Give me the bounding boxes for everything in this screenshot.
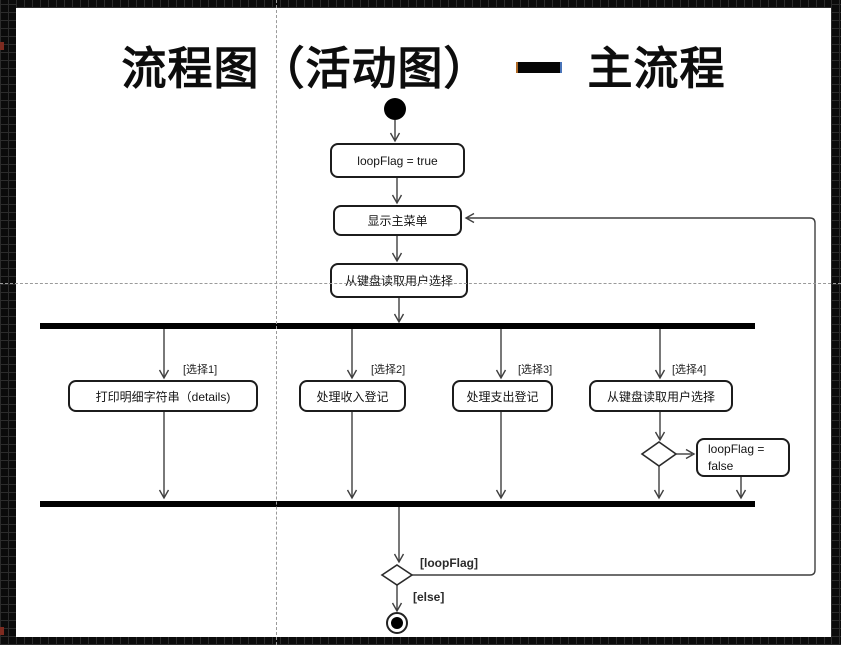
join-bar [40, 501, 755, 507]
guard-label-loopflag: [loopFlag] [420, 556, 478, 570]
title-dash-bar [515, 61, 562, 73]
activity-process-expense: 处理支出登记 [452, 380, 553, 412]
activity-init-loopflag: loopFlag = true [330, 143, 465, 178]
activity-set-loopflag-false: loopFlag = false [696, 438, 790, 477]
guard-label-choice-2: [选择2] [371, 364, 406, 376]
activity-print-details: 打印明细字符串（details) [68, 380, 258, 412]
connector-arrows [158, 120, 816, 613]
end-node-core [391, 617, 403, 629]
decision-diamond-loop [380, 564, 414, 586]
diagram-canvas [16, 8, 831, 637]
ruler-marker-red-bottom [0, 627, 4, 635]
guard-label-choice-4: [选择4] [672, 364, 707, 376]
page-title: 流程图（活动图） 主流程 [16, 34, 831, 94]
page-title-left: 流程图（活动图） [121, 43, 490, 94]
start-node [384, 98, 406, 120]
activity-show-menu: 显示主菜单 [333, 205, 462, 236]
ruler-marker-red-top [0, 42, 4, 50]
ruler-strip-left [0, 0, 16, 645]
decision-diamond-branch4 [640, 441, 678, 467]
activity-read-input-again: 从键盘读取用户选择 [589, 380, 733, 412]
activity-read-input: 从键盘读取用户选择 [330, 263, 468, 298]
guard-label-choice-3: [选择3] [518, 364, 553, 376]
ruler-strip-top [0, 0, 841, 8]
ruler-strip-right [831, 0, 841, 645]
guard-label-else: [else] [413, 590, 445, 604]
guard-label-choice-1: [选择1] [183, 364, 218, 376]
set-false-line1: loopFlag = [708, 442, 765, 457]
ruler-strip-bottom [0, 637, 841, 645]
fork-bar [40, 323, 755, 329]
activity-process-income: 处理收入登记 [299, 380, 406, 412]
page-title-right: 主流程 [587, 43, 726, 94]
set-false-line2: false [708, 458, 734, 473]
